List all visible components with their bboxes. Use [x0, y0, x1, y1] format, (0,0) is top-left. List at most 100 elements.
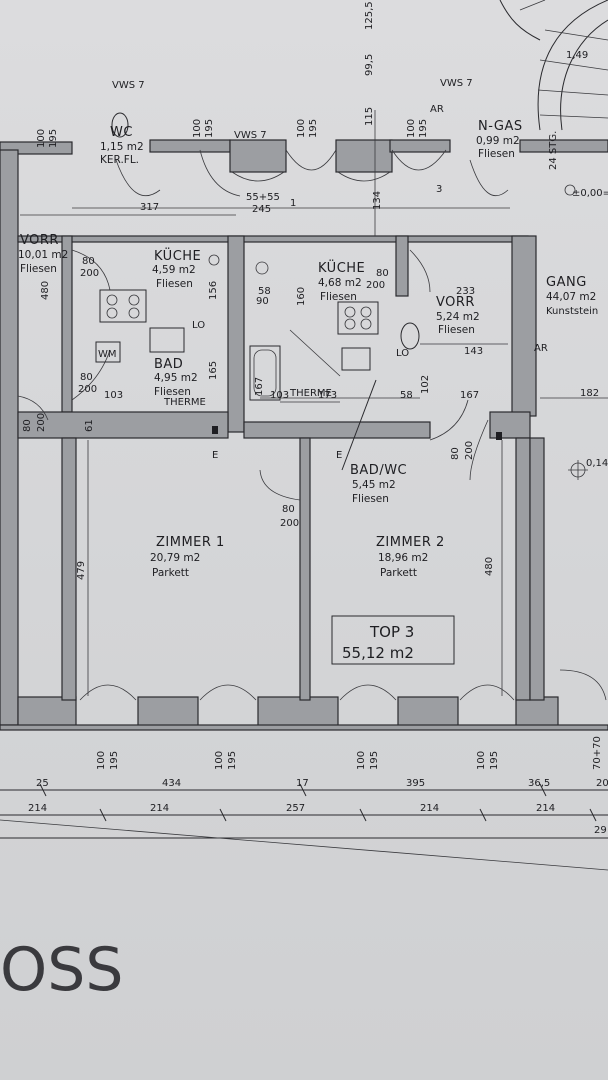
room-wc-area: 1,15 m2	[100, 141, 144, 153]
footer-text: OSS	[0, 935, 123, 1005]
windows-top	[115, 149, 509, 196]
dim-58b: 58	[400, 390, 413, 401]
lo-label-1: LO	[192, 320, 205, 331]
chain-395: 395	[406, 778, 425, 789]
chain-17: 17	[296, 778, 309, 789]
room-ngas-area: 0,99 m2	[476, 135, 520, 147]
dim-480-right: 480	[484, 557, 495, 576]
dim-134: 134	[372, 191, 383, 210]
doors	[17, 149, 607, 701]
room-zimmer1-floor: Parkett	[152, 567, 189, 579]
dim-103b: 103	[270, 390, 289, 401]
dim-58: 58	[258, 286, 271, 297]
door-6-h: 200	[464, 441, 475, 460]
room-zimmer1-area: 20,79 m2	[150, 552, 200, 564]
room-badwc-name: BAD/WC	[350, 463, 407, 478]
marker-1: 1	[290, 198, 296, 209]
room-gang-name: GANG	[546, 275, 587, 290]
room-vorr2-floor: Fliesen	[438, 324, 475, 336]
dim-102: 102	[420, 375, 431, 394]
door-2-w: 80	[80, 372, 93, 383]
dim-143: 143	[464, 346, 483, 357]
door-6-w: 80	[450, 447, 461, 460]
win-bot-2-w: 100	[214, 751, 225, 770]
dim-61: 61	[84, 419, 95, 432]
win-top-1-h: 195	[48, 129, 59, 148]
room-zimmer2-floor: Parkett	[380, 567, 417, 579]
vws-label-3: VWS 7	[440, 78, 473, 89]
win-bot-1-w: 100	[96, 751, 107, 770]
chain-365: 36,5	[528, 778, 550, 789]
chain2-214-b: 214	[150, 803, 169, 814]
win-top-1-w: 100	[36, 129, 47, 148]
room-badwc-area: 5,45 m2	[352, 479, 396, 491]
chain2-257: 257	[286, 803, 305, 814]
room-zimmer2-name: ZIMMER 2	[376, 535, 445, 550]
room-wc-name: WC	[110, 125, 133, 140]
marker-3: 3	[436, 184, 442, 195]
chain-25: 25	[36, 778, 49, 789]
e-label-2: E	[336, 450, 342, 461]
chain2-214-c: 214	[420, 803, 439, 814]
room-ngas-name: N-GAS	[478, 119, 523, 134]
room-vorr2-area: 5,24 m2	[436, 311, 480, 323]
wm-label: WM	[98, 349, 117, 360]
dim-173: 173	[318, 390, 337, 401]
vws-label-2: VWS 7	[112, 80, 145, 91]
ar-label: AR	[534, 343, 548, 354]
windows-bottom	[79, 684, 515, 701]
room-badwc-floor: Fliesen	[352, 493, 389, 505]
walls	[0, 139, 608, 731]
win-top-4-h: 195	[418, 119, 429, 138]
dim-165: 165	[208, 361, 219, 380]
room-kueche1-floor: Fliesen	[156, 278, 193, 290]
dim-7070: 70+70	[592, 736, 603, 770]
room-labels: VORR 10,01 m2 Fliesen KÜCHE 4,59 m2 Flie…	[18, 119, 598, 662]
dim-479: 479	[76, 561, 87, 580]
win-top-3-h: 195	[308, 119, 319, 138]
win-bot-4-w: 100	[476, 751, 487, 770]
dim-156: 156	[208, 281, 219, 300]
unit-label: TOP 3	[369, 623, 414, 641]
door-3-w: 80	[282, 504, 295, 515]
room-zimmer1-name: ZIMMER 1	[156, 535, 225, 550]
room-kueche2-area: 4,68 m2	[318, 277, 362, 289]
dimension-chains	[0, 783, 608, 871]
win-bot-3-h: 195	[369, 751, 380, 770]
vws-label: VWS 7	[234, 130, 267, 141]
room-vorr1-area: 10,01 m2	[18, 249, 68, 261]
room-bad-name: BAD	[154, 357, 183, 372]
staircase	[499, 0, 608, 131]
room-ngas-floor: Fliesen	[478, 148, 515, 160]
dim-103: 103	[104, 390, 123, 401]
lo-label-2: LO	[396, 348, 409, 359]
dim-480-left: 480	[40, 281, 51, 300]
unit-box	[331, 615, 455, 665]
chain-29: 29	[594, 825, 607, 836]
dim-149: 1,49	[566, 50, 588, 61]
dim-167: 167	[460, 390, 479, 401]
dimension-labels: 317 245 55+55 58 90 103 103 173 58 167 1…	[22, 1, 608, 836]
win-bot-3-w: 100	[356, 751, 367, 770]
e-label-1: E	[212, 450, 218, 461]
dim-55: 55+55	[246, 192, 280, 203]
win-top-3-w: 100	[296, 119, 307, 138]
chain2-214-d: 214	[536, 803, 555, 814]
dim-90: 90	[256, 296, 269, 307]
win-top-4-w: 100	[406, 119, 417, 138]
steps-label: 24 STG.	[548, 131, 559, 170]
therme-label-2: THERME	[289, 388, 332, 399]
chain-20: 20	[596, 778, 608, 789]
room-vorr1-floor: Fliesen	[20, 263, 57, 275]
room-kueche1-name: KÜCHE	[154, 247, 201, 264]
room-kueche2-floor: Fliesen	[320, 291, 357, 303]
door-3-h: 200	[280, 518, 299, 529]
chain-434: 434	[162, 778, 181, 789]
dim-014: 0,14	[586, 458, 608, 469]
room-kueche2-name: KÜCHE	[318, 259, 365, 276]
door-4-w: 80	[376, 268, 389, 279]
room-bad-floor: Fliesen	[154, 386, 191, 398]
dim-317: 317	[140, 202, 159, 213]
